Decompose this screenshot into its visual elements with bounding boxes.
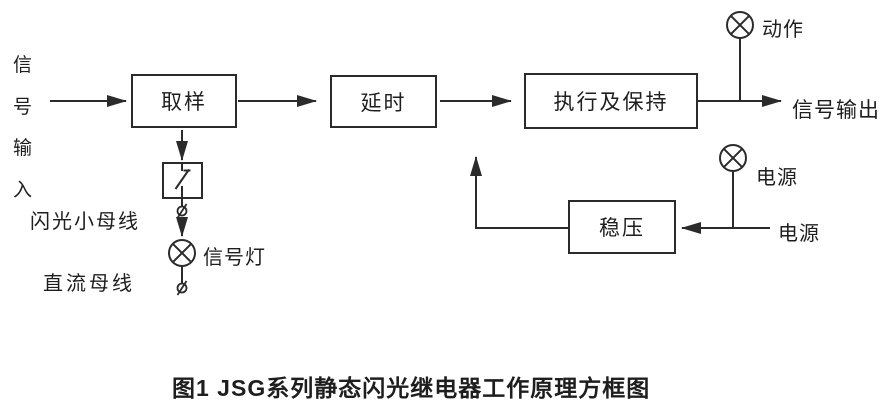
- signal-input-label: 信 号 输 入: [13, 50, 32, 202]
- terminal-dc-bus-icon: [176, 280, 188, 296]
- power-lamp-label: 电源: [756, 167, 798, 189]
- signal-input-char: 输: [13, 138, 33, 160]
- signal-lamp-icon: [168, 239, 196, 267]
- signal-input-char: 入: [13, 179, 33, 201]
- block-execute-hold: 执行及保持: [524, 73, 698, 129]
- terminal-flash-bus-icon: [176, 203, 188, 219]
- flash-busbar-label: 闪光小母线: [30, 211, 140, 233]
- contact-switch-icon: [162, 162, 203, 199]
- signal-input-char: 信: [13, 55, 33, 76]
- block-delay: 延时: [330, 75, 437, 128]
- signal-output-label: 信号输出: [792, 99, 880, 122]
- block-sampling: 取样: [131, 74, 237, 128]
- dc-busbar-label: 直流母线: [43, 273, 135, 295]
- action-lamp-icon: [726, 11, 754, 39]
- signal-input-char: 号: [13, 96, 33, 118]
- action-lamp-label: 动作: [762, 19, 804, 41]
- power-lamp-icon: [719, 144, 747, 172]
- arrow-feedback-up: [470, 156, 568, 229]
- figure-caption: 图1 JSG系列静态闪光继电器工作原理方框图: [172, 375, 651, 401]
- signal-lamp-label: 信号灯: [203, 247, 266, 269]
- block-voltage-regulator: 稳压: [568, 200, 676, 254]
- power-source-label: 电源: [778, 223, 820, 245]
